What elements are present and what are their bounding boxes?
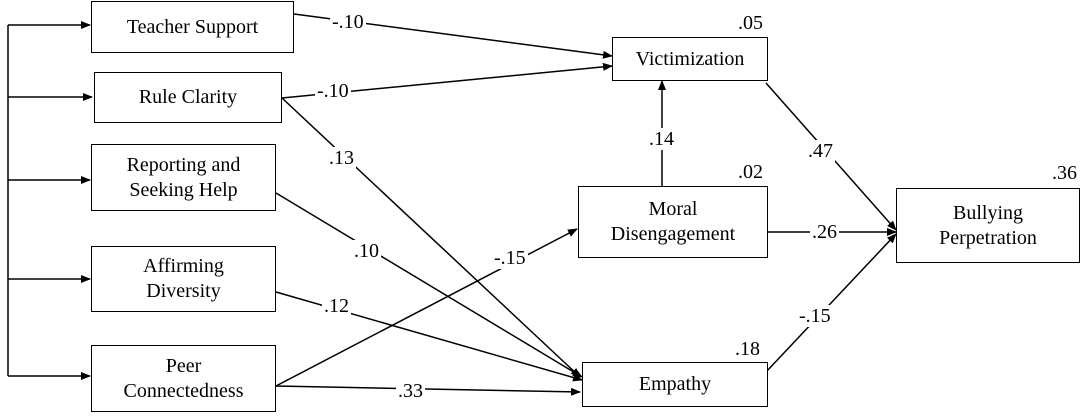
affirming-diversity-label-line1: Affirming bbox=[143, 255, 224, 277]
reporting-help-box: Reporting and Seeking Help bbox=[91, 144, 276, 211]
peer-connectedness-label-line2: Connectedness bbox=[123, 379, 244, 402]
path-empathy-bullying bbox=[765, 233, 897, 373]
empathy-label: Empathy bbox=[638, 373, 712, 395]
coef-rule-empathy: .13 bbox=[327, 147, 356, 169]
rule-clarity-box: Rule Clarity bbox=[94, 72, 282, 123]
rule-clarity-label: Rule Clarity bbox=[138, 86, 238, 108]
teacher-support-label: Teacher Support bbox=[126, 15, 259, 38]
coef-affirming-empathy: .12 bbox=[322, 295, 351, 317]
peer-connectedness-box: Peer Connectedness bbox=[91, 345, 276, 412]
moral-disengagement-label-line2: Disengagement bbox=[610, 223, 736, 245]
coef-rule-victimization: -.10 bbox=[315, 80, 351, 102]
coef-reporting-empathy: .10 bbox=[352, 240, 381, 262]
r2-moral-disengagement: .02 bbox=[738, 161, 763, 183]
coef-victimization-bullying: .47 bbox=[806, 140, 835, 162]
path-reporting-empathy bbox=[275, 192, 583, 378]
r2-bullying-perpetration: .36 bbox=[1052, 162, 1077, 184]
r2-victimization: .05 bbox=[738, 12, 763, 34]
empathy-box: Empathy bbox=[582, 362, 768, 407]
teacher-support-box: Teacher Support bbox=[91, 1, 294, 53]
path-peer-empathy bbox=[275, 385, 581, 396]
affirming-diversity-box: Affirming Diversity bbox=[91, 246, 276, 312]
moral-disengagement-label-line1: Moral bbox=[648, 198, 698, 220]
bullying-perpetration-label-line1: Bullying bbox=[952, 201, 1023, 224]
moral-disengagement-box: Moral Disengagement bbox=[578, 186, 768, 258]
peer-connectedness-label-line1: Peer bbox=[165, 354, 202, 377]
coef-teacher-victimization: -.10 bbox=[330, 11, 366, 33]
victimization-box: Victimization bbox=[612, 37, 768, 81]
affirming-diversity-label-line2: Diversity bbox=[146, 280, 221, 302]
r2-empathy: .18 bbox=[735, 338, 760, 360]
bullying-perpetration-label-line2: Perpetration bbox=[939, 226, 1037, 249]
coef-peer-moral: -.15 bbox=[492, 247, 528, 269]
reporting-help-label-line1: Reporting and bbox=[126, 153, 241, 176]
coef-moral-victimization: .14 bbox=[647, 128, 676, 150]
victimization-label: Victimization bbox=[635, 47, 745, 70]
coef-peer-empathy: .33 bbox=[396, 380, 425, 402]
reporting-help-label-line2: Seeking Help bbox=[129, 178, 238, 201]
coef-moral-bullying: .26 bbox=[810, 221, 839, 243]
path-rule-empathy bbox=[281, 97, 581, 378]
bullying-perpetration-box: Bullying Perpetration bbox=[896, 188, 1080, 263]
coef-empathy-bullying: -.15 bbox=[797, 305, 833, 327]
